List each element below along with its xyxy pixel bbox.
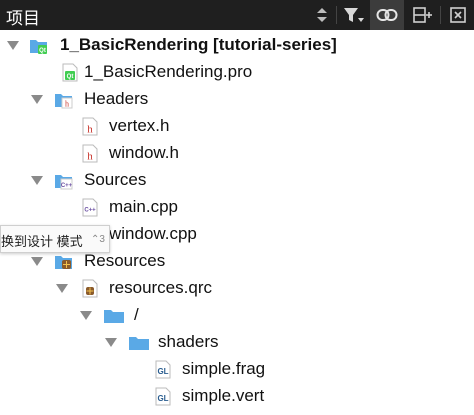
headers-folder-icon: h [55, 94, 73, 109]
tooltip-shortcut: ⌃3 [91, 234, 105, 245]
tree-item-label: resources.qrc [109, 278, 212, 297]
tree-item-root-prefix[interactable]: / [0, 302, 474, 329]
svg-text:Qt: Qt [67, 74, 74, 80]
link-icon [376, 9, 398, 21]
split-view-button[interactable] [408, 0, 438, 30]
tree-item-main-cpp[interactable]: C++ main.cpp [0, 194, 474, 221]
tree-item-headers[interactable]: h Headers [0, 86, 474, 113]
filter-icon [344, 8, 364, 22]
tree-item-sources[interactable]: C++ Sources [0, 167, 474, 194]
tree-item-simple-frag[interactable]: GL simple.frag [0, 356, 474, 383]
tree-item-label: vertex.h [109, 116, 170, 135]
svg-text:h: h [65, 100, 69, 109]
svg-text:C++: C++ [84, 208, 96, 214]
tree-item-label: 1_BasicRendering [tutorial-series] [60, 35, 337, 54]
tree-item-label: / [134, 305, 139, 324]
svg-text:GL: GL [157, 367, 168, 376]
folder-icon [104, 310, 124, 323]
close-panel-button[interactable] [444, 0, 472, 30]
sync-link-button[interactable] [370, 0, 404, 30]
toolbar-separator [440, 6, 441, 24]
resources-folder-icon [55, 256, 72, 269]
tree-item-vertex-h[interactable]: h vertex.h [0, 113, 474, 140]
expand-arrow-icon[interactable] [31, 257, 43, 266]
sort-icon [317, 8, 327, 22]
project-tree: Qt 1_BasicRendering [tutorial-series] Qt… [0, 30, 474, 415]
qt-project-folder-icon: Qt [30, 40, 47, 54]
svg-text:Qt: Qt [39, 48, 46, 54]
tooltip-text: 换到设计 模式 [1, 234, 83, 249]
svg-text:GL: GL [157, 394, 168, 403]
header-file-icon: h [82, 117, 98, 136]
svg-text:h: h [87, 124, 93, 136]
expand-arrow-icon[interactable] [31, 95, 43, 104]
expand-arrow-icon[interactable] [56, 284, 68, 293]
tree-item-label: Headers [84, 89, 149, 108]
cpp-file-icon: C++ [82, 198, 98, 217]
svg-text:C++: C++ [61, 183, 73, 189]
split-icon [413, 7, 432, 23]
tree-item-resources-qrc[interactable]: resources.qrc [0, 275, 474, 302]
header-file-icon: h [82, 144, 98, 163]
tree-item-resources[interactable]: Resources [0, 248, 474, 275]
qt-pro-file-icon: Qt [62, 63, 78, 82]
svg-text:h: h [87, 151, 93, 163]
tree-item-label: simple.vert [182, 386, 265, 405]
filter-button[interactable] [340, 0, 368, 30]
tree-item-label: Resources [84, 251, 166, 270]
tree-item-label: 1_BasicRendering.pro [84, 62, 253, 81]
toolbar-separator [336, 6, 337, 24]
tree-item-label: window.h [109, 143, 179, 162]
mode-switch-tooltip: 换到设计 模式 ⌃3 [0, 225, 110, 253]
tree-item-label: shaders [158, 332, 219, 351]
gl-file-icon: GL [155, 387, 171, 406]
tree-item-label: window.cpp [109, 224, 197, 243]
tree-item-window-h[interactable]: h window.h [0, 140, 474, 167]
tree-item-label: simple.frag [182, 359, 266, 378]
project-panel-header: 项目 [0, 0, 474, 30]
tree-item-shaders[interactable]: shaders [0, 329, 474, 356]
sources-folder-icon: C++ [55, 175, 73, 190]
sort-button[interactable] [310, 0, 334, 30]
tree-item-simple-vert[interactable]: GL simple.vert [0, 383, 474, 410]
tree-item-pro-file[interactable]: Qt 1_BasicRendering.pro [0, 59, 474, 86]
tree-item-project-root[interactable]: Qt 1_BasicRendering [tutorial-series] [0, 32, 474, 59]
tree-item-label: main.cpp [109, 197, 178, 216]
gl-file-icon: GL [155, 360, 171, 379]
tree-item-label: Sources [84, 170, 147, 189]
expand-arrow-icon[interactable] [80, 311, 92, 320]
close-icon [450, 7, 466, 23]
folder-icon [129, 337, 149, 350]
qrc-file-icon [82, 279, 98, 298]
expand-arrow-icon[interactable] [105, 338, 117, 347]
expand-arrow-icon[interactable] [7, 41, 19, 50]
panel-title: 项目 [6, 9, 40, 28]
expand-arrow-icon[interactable] [31, 176, 43, 185]
